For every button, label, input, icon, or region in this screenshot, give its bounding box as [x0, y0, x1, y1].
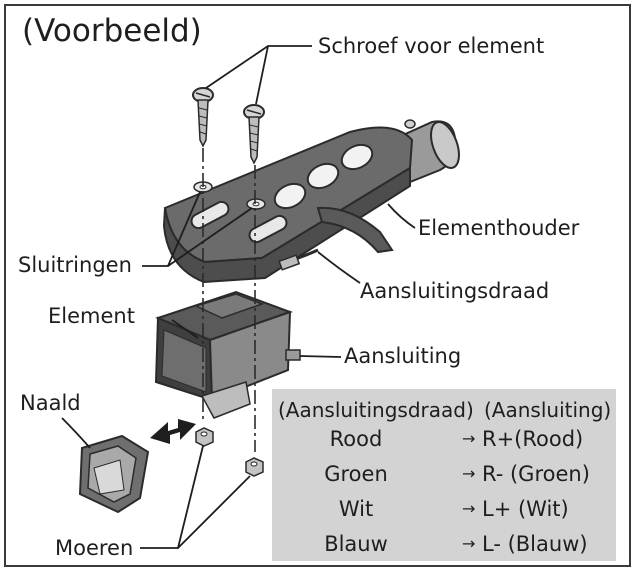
label-headshell: Elementhouder — [418, 216, 580, 240]
terminal-name: R- (Groen) — [482, 462, 590, 486]
table-header-wire: (Aansluitingsdraad) — [278, 398, 474, 422]
terminal-name: L+ (Wit) — [482, 497, 569, 521]
label-screws: Schroef voor element — [318, 34, 545, 58]
wire-color: Blauw — [324, 532, 388, 556]
label-stylus: Naald — [20, 391, 81, 415]
table-header-terminal: (Aansluiting) — [484, 398, 612, 422]
leader-lines — [61, 45, 416, 549]
wire-color: Groen — [324, 462, 388, 486]
cartridge — [154, 290, 301, 419]
label-nuts: Moeren — [55, 536, 134, 560]
nut-left — [195, 427, 214, 447]
alignment-lines — [202, 148, 256, 452]
arrow-right-icon: → — [462, 464, 476, 483]
label-washers: Sluitringen — [18, 253, 132, 277]
terminal-name: L- (Blauw) — [482, 532, 588, 556]
table-row: Rood → R+(Rood) — [272, 427, 616, 461]
arrow-right-icon: → — [462, 534, 476, 553]
label-terminal: Aansluiting — [344, 344, 462, 368]
nut-right — [245, 457, 264, 477]
wire-color: Rood — [329, 427, 383, 451]
table-row: Groen → R- (Groen) — [272, 462, 616, 496]
headshell — [162, 119, 460, 284]
label-lead-wire: Aansluitingsdraad — [360, 279, 550, 303]
diagram-title: (Voorbeeld) — [22, 13, 202, 49]
label-cartridge: Element — [48, 304, 135, 328]
table-row: Wit → L+ (Wit) — [272, 497, 616, 531]
insert-double-arrow — [150, 419, 196, 444]
wire-color-table: (Aansluitingsdraad) (Aansluiting) Rood →… — [272, 389, 616, 561]
arrow-right-icon: → — [462, 429, 476, 448]
table-row: Blauw → L- (Blauw) — [272, 532, 616, 566]
screw-right — [243, 104, 265, 165]
stylus — [78, 434, 150, 514]
arrow-right-icon: → — [462, 499, 476, 518]
terminal-name: R+(Rood) — [482, 427, 584, 451]
wire-color: Wit — [338, 497, 374, 521]
screw-left — [192, 87, 214, 148]
